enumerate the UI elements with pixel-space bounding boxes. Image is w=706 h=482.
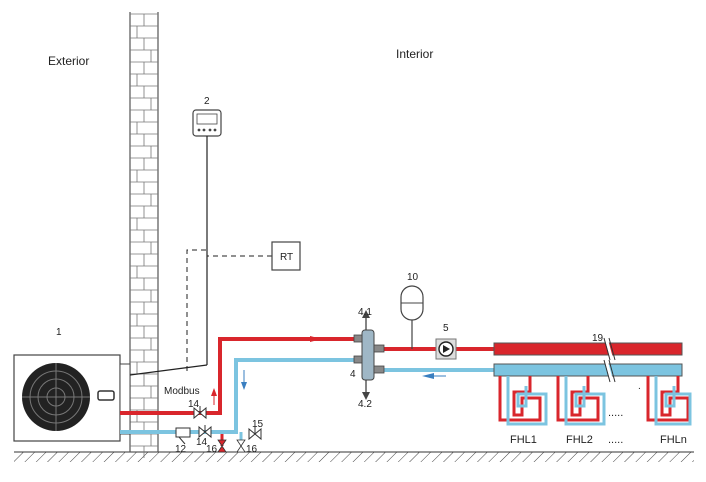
return-arrow-icon	[422, 373, 434, 379]
manifold	[493, 337, 683, 383]
interior-label: Interior	[396, 47, 433, 61]
manifold-number: 19	[592, 333, 604, 344]
expansion-vessel	[400, 285, 424, 349]
valve-supply	[193, 406, 207, 420]
buffer-bottom-number: 4.2	[358, 399, 372, 410]
room-thermostat	[271, 241, 301, 271]
drain-return	[236, 432, 246, 453]
room-thermostat-label: RT	[280, 252, 293, 263]
heat-pump-number: 1	[56, 327, 62, 338]
loop-label-1: FHL1	[510, 434, 537, 446]
buffer-top-number: 4.1	[358, 307, 372, 318]
floor-loop-n	[646, 376, 692, 426]
valve-bypass	[248, 427, 262, 441]
hydraulic-separator	[353, 310, 385, 400]
expansion-vessel-number: 10	[407, 272, 419, 283]
loop-labels: FHL1 FHL2 FHLn	[510, 434, 687, 446]
controller-cable	[129, 136, 208, 376]
controller-number: 2	[204, 96, 210, 107]
heat-pump-unit	[13, 354, 131, 442]
valve-a-number: 14	[188, 399, 200, 410]
floor-loop-2	[556, 376, 606, 426]
drain-a-number: 16	[206, 444, 218, 455]
loops-ellipsis-2: .....	[608, 434, 623, 446]
controller	[192, 109, 222, 137]
drain-supply	[217, 439, 227, 453]
pump-number: 5	[443, 323, 449, 334]
ground	[14, 451, 694, 462]
buffer-number: 4	[350, 369, 356, 380]
valve-b-number: 14	[196, 437, 208, 448]
circulation-pump	[435, 338, 457, 360]
loops-ellipsis: .....	[608, 407, 623, 419]
pump-icon	[443, 345, 450, 353]
drain-b-number: 16	[246, 444, 258, 455]
supply-pipe	[120, 336, 494, 446]
supply-up-arrow-icon	[211, 388, 217, 396]
loop-label-2: FHL2	[566, 434, 593, 446]
valve-return	[198, 425, 212, 439]
filter	[175, 427, 191, 445]
modbus-label: Modbus	[164, 386, 200, 397]
return-down-arrow-icon	[241, 382, 247, 390]
brick-wall	[129, 12, 159, 458]
loop-label-3: FHLn	[660, 434, 687, 446]
handle-icon	[97, 390, 115, 401]
exterior-label: Exterior	[48, 54, 89, 68]
floor-loop-1	[498, 376, 548, 426]
manifold-dot: .	[638, 381, 641, 392]
filter-number: 12	[175, 444, 187, 455]
rt-wiring	[186, 249, 272, 372]
valve-c-number: 15	[252, 419, 264, 430]
